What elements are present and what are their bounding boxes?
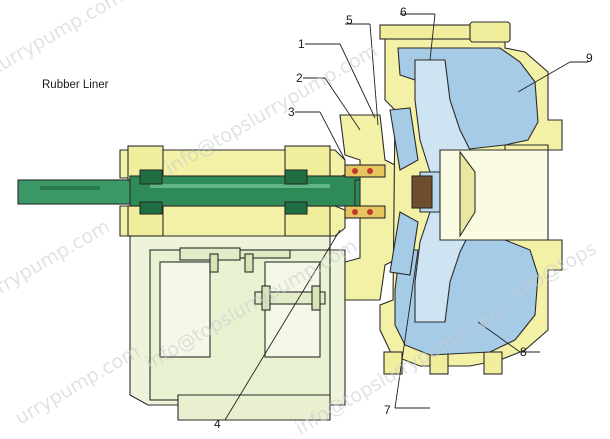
label-1: 1: [298, 37, 305, 51]
label-2: 2: [296, 71, 303, 85]
label-5: 5: [346, 13, 353, 27]
label-7: 7: [384, 403, 391, 417]
watermark-left: urrypump.com: [0, 215, 114, 304]
seal-housing: [339, 114, 396, 301]
caption-rubber-liner: Rubber Liner: [42, 79, 109, 91]
label-4: 4: [214, 417, 221, 431]
watermark-bottom-left: urrypump.com: [12, 340, 144, 429]
label-3: 3: [288, 105, 295, 119]
callout-labels: Rubber Liner 1 2 3 4 5 6 7 8 9: [42, 5, 593, 431]
label-9: 9: [586, 51, 593, 65]
suction-opening: [439, 144, 549, 241]
watermark-top-left: slurrypump.com: [0, 0, 127, 82]
label-6: 6: [400, 5, 407, 19]
label-8: 8: [520, 345, 527, 359]
leader-lines: [224, 13, 588, 421]
